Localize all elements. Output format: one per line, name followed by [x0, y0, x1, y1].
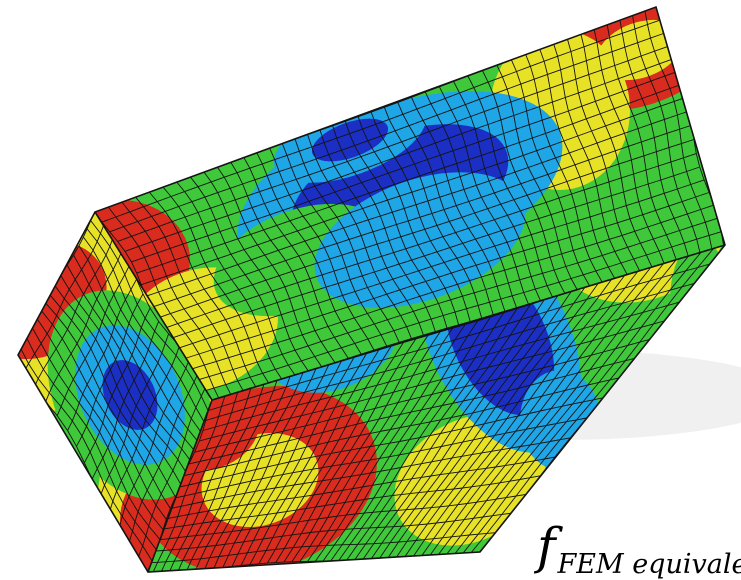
block-edges [17, 5, 726, 573]
formula-subscript: FEM equivalent [557, 549, 741, 580]
formula-symbol: f [537, 517, 556, 575]
formula-label: fFEM equivalent= [537, 521, 741, 578]
